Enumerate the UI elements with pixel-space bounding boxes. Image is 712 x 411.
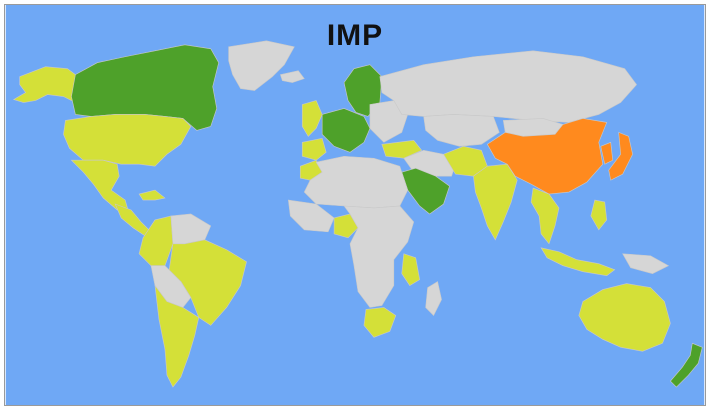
region-greenland bbox=[228, 40, 295, 91]
region-argentina-chile bbox=[154, 284, 200, 388]
region-south-america-north bbox=[138, 215, 174, 266]
map-frame: IMP bbox=[4, 4, 706, 406]
region-madagascar bbox=[425, 281, 442, 316]
region-north-africa bbox=[303, 155, 409, 209]
region-korea bbox=[600, 141, 614, 165]
region-nigeria bbox=[333, 213, 359, 239]
region-western-europe bbox=[301, 100, 323, 137]
region-caribbean bbox=[138, 189, 166, 201]
region-indonesia bbox=[540, 247, 616, 276]
map-title: IMP bbox=[326, 19, 384, 52]
region-japan bbox=[608, 131, 633, 181]
region-philippines bbox=[590, 199, 608, 231]
region-new-zealand bbox=[670, 342, 703, 388]
region-iberia bbox=[301, 137, 327, 161]
region-iceland bbox=[279, 70, 305, 83]
region-west-africa bbox=[287, 199, 335, 233]
region-central-europe bbox=[321, 108, 371, 153]
region-east-africa bbox=[401, 253, 421, 286]
region-china bbox=[486, 118, 608, 195]
region-turkey bbox=[381, 140, 423, 159]
region-australia bbox=[578, 283, 671, 352]
region-india bbox=[473, 163, 518, 241]
region-south-africa bbox=[363, 307, 397, 338]
region-central-africa bbox=[343, 205, 415, 308]
region-central-asia bbox=[423, 114, 500, 147]
region-usa bbox=[63, 114, 192, 167]
region-mexico bbox=[70, 159, 130, 215]
world-map bbox=[5, 5, 705, 405]
region-new-guinea bbox=[622, 253, 670, 274]
region-saudi-arabia bbox=[401, 167, 450, 215]
region-southeast-asia bbox=[530, 187, 560, 245]
region-alaska bbox=[12, 66, 76, 103]
region-scandinavia bbox=[343, 64, 383, 117]
